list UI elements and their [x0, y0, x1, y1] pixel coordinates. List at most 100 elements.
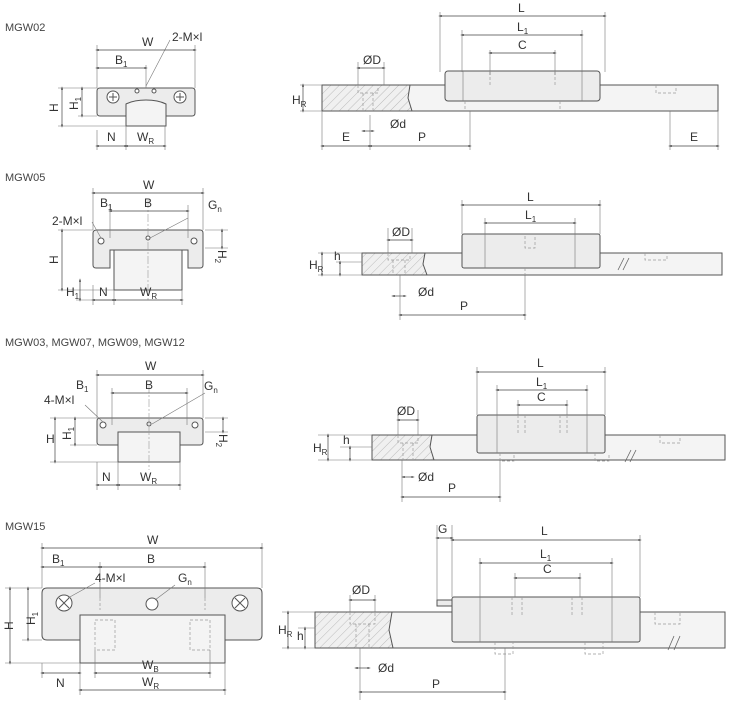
dim-label-h: H — [46, 432, 55, 446]
dim-label-l1: L1 — [525, 208, 537, 224]
dim-label-b1: B1 — [76, 378, 89, 394]
dim-label-od: ØD — [363, 53, 381, 67]
screw-icon — [99, 421, 107, 429]
screw-icon — [97, 237, 105, 245]
block-side — [451, 596, 641, 643]
side-view: L L1 C ØD HR Ød E P E — [292, 1, 720, 150]
dim-label-b: B — [145, 378, 153, 392]
dim-label-od-small: Ød — [418, 470, 434, 484]
dim-label-wr: WR — [140, 285, 157, 301]
screw-icon — [190, 237, 198, 245]
dim-label-c: C — [518, 38, 527, 52]
dim-label-h1: H1 — [67, 96, 83, 110]
section-mgw05: MGW05 W B1 B Gn 2-M×l H H1 H2 N — [5, 172, 723, 320]
dim-label-hr: HR — [278, 623, 293, 639]
dim-label-p: P — [418, 130, 426, 144]
block-side — [444, 70, 601, 102]
rail-profile — [79, 614, 226, 664]
dim-label-n: N — [99, 285, 108, 299]
front-view: W B1 B Gn 2-M×l H H1 H2 N WR — [47, 178, 229, 305]
dim-label-h2: H2 — [213, 250, 229, 264]
front-view: W B1 B Gn 4-M×l H H1 H2 N WR — [44, 359, 230, 490]
dim-label-thread: 2-M×l — [52, 214, 82, 228]
side-view: L L1 C ØD HR h Ød P — [313, 356, 726, 502]
block-side — [476, 414, 606, 454]
dim-label-wr: WR — [140, 470, 157, 486]
dim-label-wr: WR — [142, 675, 159, 691]
dim-label-n: N — [102, 470, 111, 484]
dim-label-h: H — [47, 255, 61, 264]
dim-label-l: L — [518, 1, 525, 15]
front-view: W B1 2-M×l H H1 N WR — [47, 30, 202, 150]
dim-label-wr: WR — [137, 130, 154, 146]
rail-section-hatched — [361, 252, 428, 276]
dim-label-h-small: h — [343, 433, 350, 447]
dim-label-od: ØD — [397, 404, 415, 418]
dim-label-n: N — [107, 130, 116, 144]
rail-section-hatched — [371, 434, 435, 461]
dim-label-h: H — [47, 103, 61, 112]
side-view: G L L1 C ØD HR h Ød P — [278, 522, 726, 700]
side-view: L L1 ØD HR h Ød P — [309, 190, 723, 320]
dim-label-p: P — [432, 677, 440, 691]
block-profile — [41, 587, 263, 641]
dim-label-hr: HR — [313, 441, 328, 457]
dim-label-l: L — [541, 524, 548, 538]
dim-label-thread: 4-M×l — [95, 571, 125, 585]
dim-label-b: B — [147, 552, 155, 566]
dim-label-od-small: Ød — [378, 661, 394, 675]
dim-label-od-small: Ød — [418, 285, 434, 299]
screw-icon — [191, 421, 199, 429]
dim-label-b: B — [144, 196, 152, 210]
dim-label-e-right: E — [690, 130, 698, 144]
section-title: MGW02 — [5, 22, 45, 34]
dim-label-od: ØD — [392, 225, 410, 239]
section-title: MGW03, MGW07, MGW09, MGW12 — [5, 337, 185, 349]
dim-label-gn: Gn — [208, 198, 222, 214]
dim-label-l1: L1 — [536, 375, 548, 391]
dim-label-w: W — [145, 359, 157, 373]
dim-label-h-small: h — [297, 629, 304, 643]
grease-nipple-icon — [145, 597, 159, 611]
dim-label-b1: B1 — [52, 552, 65, 568]
dim-label-w: W — [142, 35, 154, 49]
dim-label-hr: HR — [292, 93, 307, 109]
dim-label-h-small: h — [334, 249, 341, 263]
dim-label-h1: H1 — [24, 611, 40, 625]
dim-label-hr: HR — [309, 258, 324, 274]
rail-profile — [113, 247, 183, 291]
section-mgw02: MGW02 W B1 2-M×l H H1 N WR — [5, 1, 720, 150]
front-view: W B1 B 4-M×l Gn H H1 N WB WR — [2, 533, 264, 695]
block-side — [461, 233, 601, 269]
dim-label-c: C — [543, 562, 552, 576]
rail-section-hatched — [321, 84, 413, 112]
dim-label-l: L — [527, 190, 534, 204]
dim-label-od-small: Ød — [390, 117, 406, 131]
dim-label-e: E — [342, 130, 350, 144]
dim-label-h2: H2 — [214, 434, 230, 448]
dim-label-g: G — [438, 522, 447, 536]
block-profile — [96, 87, 196, 117]
grease-nipple — [436, 599, 453, 607]
rail-section-hatched — [314, 611, 394, 649]
dim-label-l1: L1 — [540, 547, 552, 563]
dim-label-wb: WB — [142, 658, 159, 674]
dim-label-p: P — [448, 481, 456, 495]
dim-label-gn: Gn — [178, 571, 192, 587]
dim-label-w: W — [143, 178, 155, 192]
section-mgw03-07-09-12: MGW03, MGW07, MGW09, MGW12 W B1 B Gn 4-M… — [5, 337, 726, 502]
block-profile — [96, 417, 204, 446]
dim-label-p: P — [460, 299, 468, 313]
dim-label-b1: B1 — [115, 53, 128, 69]
section-title: MGW05 — [5, 172, 45, 184]
dim-label-gn: Gn — [204, 379, 218, 395]
dim-label-b1: B1 — [100, 196, 113, 212]
section-title: MGW15 — [5, 521, 45, 533]
dim-label-n: N — [56, 676, 65, 690]
dim-label-od: ØD — [352, 583, 370, 597]
dim-label-c: C — [537, 390, 546, 404]
dim-label-h: H — [2, 621, 16, 630]
dim-label-w: W — [147, 533, 159, 547]
dim-label-thread: 4-M×l — [44, 393, 74, 407]
